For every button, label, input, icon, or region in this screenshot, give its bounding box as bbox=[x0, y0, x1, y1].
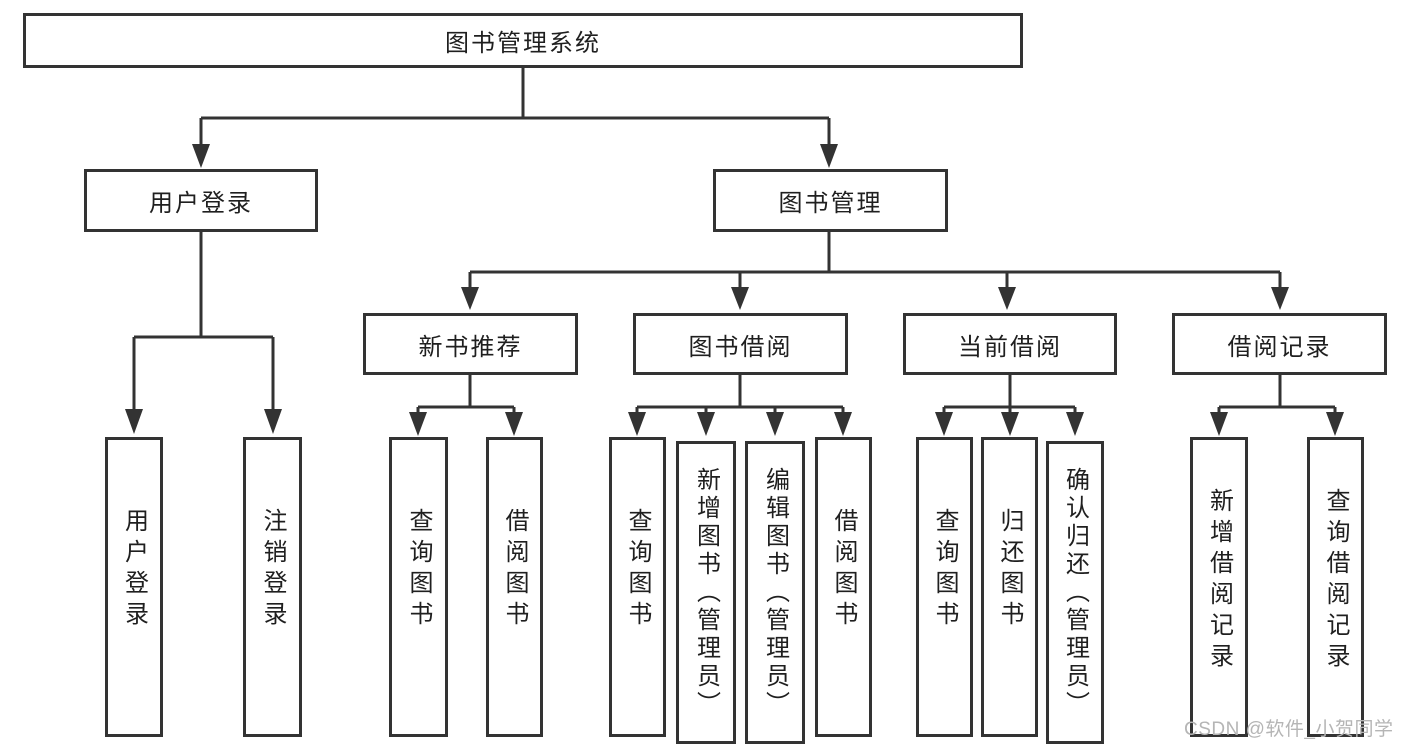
node-label: 新增借阅记录 bbox=[1205, 488, 1233, 674]
node-label: 借阅图书 bbox=[501, 508, 528, 632]
node-label: 查询图书 bbox=[624, 508, 651, 632]
node-logout: 注销登录 bbox=[243, 437, 302, 737]
node-user-login-leaf: 用户登录 bbox=[105, 437, 163, 737]
node-label: 确认归还（管理员） bbox=[1061, 466, 1089, 719]
node-label: 借阅图书 bbox=[830, 508, 857, 632]
node-book-management: 图书管理 bbox=[713, 169, 948, 232]
node-label: 新增图书（管理员） bbox=[692, 466, 720, 719]
node-query-book-3: 查询图书 bbox=[916, 437, 973, 737]
node-label: 注销登录 bbox=[259, 508, 286, 632]
node-label: 借阅记录 bbox=[1227, 333, 1332, 361]
node-label: 图书借阅 bbox=[688, 333, 793, 361]
node-confirm-return-admin: 确认归还（管理员） bbox=[1046, 441, 1104, 744]
node-current-borrowing: 当前借阅 bbox=[903, 313, 1117, 375]
node-library-management-system: 图书管理系统 bbox=[23, 13, 1023, 68]
node-label: 用户登录 bbox=[120, 508, 148, 632]
node-query-borrow-record: 查询借阅记录 bbox=[1307, 437, 1364, 737]
node-borrow-book-1: 借阅图书 bbox=[486, 437, 543, 737]
node-borrow-book-2: 借阅图书 bbox=[815, 437, 872, 737]
node-label: 归还图书 bbox=[996, 508, 1023, 632]
node-query-book-1: 查询图书 bbox=[389, 437, 448, 737]
node-label: 用户登录 bbox=[149, 190, 253, 217]
node-user-login: 用户登录 bbox=[84, 169, 318, 232]
node-label: 查询借阅记录 bbox=[1322, 488, 1349, 674]
node-label: 当前借阅 bbox=[958, 333, 1062, 361]
node-add-book-admin: 新增图书（管理员） bbox=[676, 441, 736, 744]
node-label: 编辑图书（管理员） bbox=[761, 466, 789, 719]
node-label: 查询图书 bbox=[931, 508, 958, 632]
node-label: 图书管理系统 bbox=[445, 30, 601, 57]
node-add-borrow-record: 新增借阅记录 bbox=[1190, 437, 1248, 737]
node-new-book-recommend: 新书推荐 bbox=[363, 313, 578, 375]
arrowheads bbox=[125, 144, 1344, 436]
node-borrowing-records: 借阅记录 bbox=[1172, 313, 1387, 375]
node-label: 新书推荐 bbox=[418, 333, 523, 361]
node-book-borrowing: 图书借阅 bbox=[633, 313, 848, 375]
node-label: 查询图书 bbox=[405, 508, 432, 632]
csdn-watermark: CSDN @软件_小贺同学 bbox=[1184, 719, 1394, 740]
tree-edges bbox=[132, 68, 1337, 414]
node-query-book-2: 查询图书 bbox=[609, 437, 666, 737]
node-label: 图书管理 bbox=[778, 190, 883, 217]
node-return-book: 归还图书 bbox=[981, 437, 1038, 737]
node-edit-book-admin: 编辑图书（管理员） bbox=[745, 441, 805, 744]
